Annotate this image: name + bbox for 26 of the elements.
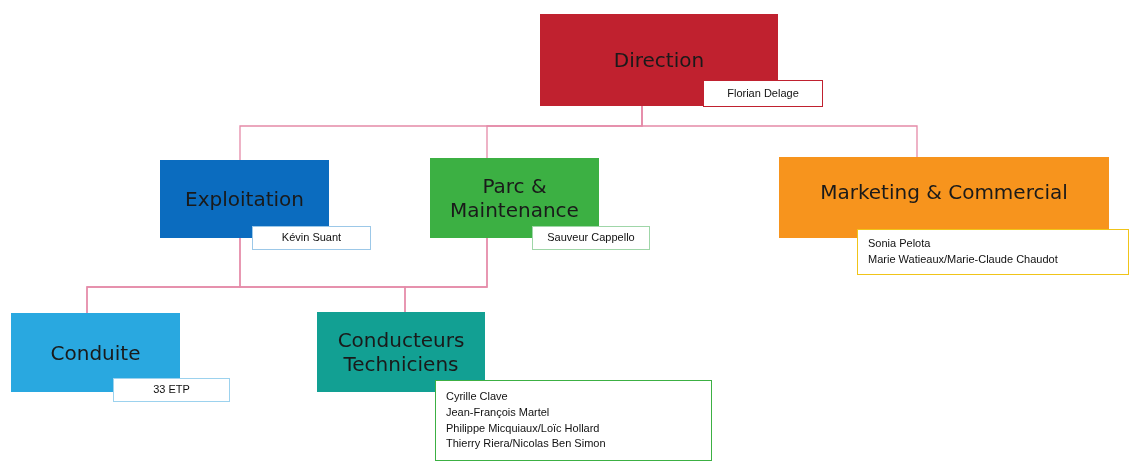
name-tag (113, 378, 230, 402)
person-name: 33 ETP (153, 382, 190, 398)
department-title: Parc & Maintenance (449, 174, 580, 222)
connector-line (641, 105, 918, 158)
person-name: Thierry Riera/Nicolas Ben Simon (446, 436, 606, 452)
person-name: Kévin Suant (281, 230, 342, 246)
connector-line (404, 237, 488, 313)
person-name: Marie Watieaux/Marie-Claude Chaudot (868, 252, 1058, 267)
person-name: Sauveur Cappello (547, 230, 635, 246)
person-name: Philippe Micquiaux/Loïc Hollard (446, 420, 600, 436)
department-title: Conduite (50, 340, 141, 365)
name-tag (252, 226, 371, 250)
name-tag (703, 80, 823, 107)
person-name: Jean-François Martel (446, 404, 550, 420)
name-tag (532, 226, 650, 250)
department-title: Direction (613, 48, 705, 72)
department-box (317, 312, 485, 392)
department-title: Exploitation (185, 187, 304, 211)
department-box (779, 157, 1109, 238)
person-name: Florian Delage (727, 85, 799, 101)
name-tag (435, 380, 712, 461)
department-title: Conducteurs Techniciens (336, 328, 466, 376)
department-title: Marketing & Commercial (820, 179, 1068, 204)
person-name: Sonia Pelota (868, 236, 931, 252)
name-tag (857, 229, 1129, 275)
person-name: Cyrille Clave (446, 388, 508, 404)
